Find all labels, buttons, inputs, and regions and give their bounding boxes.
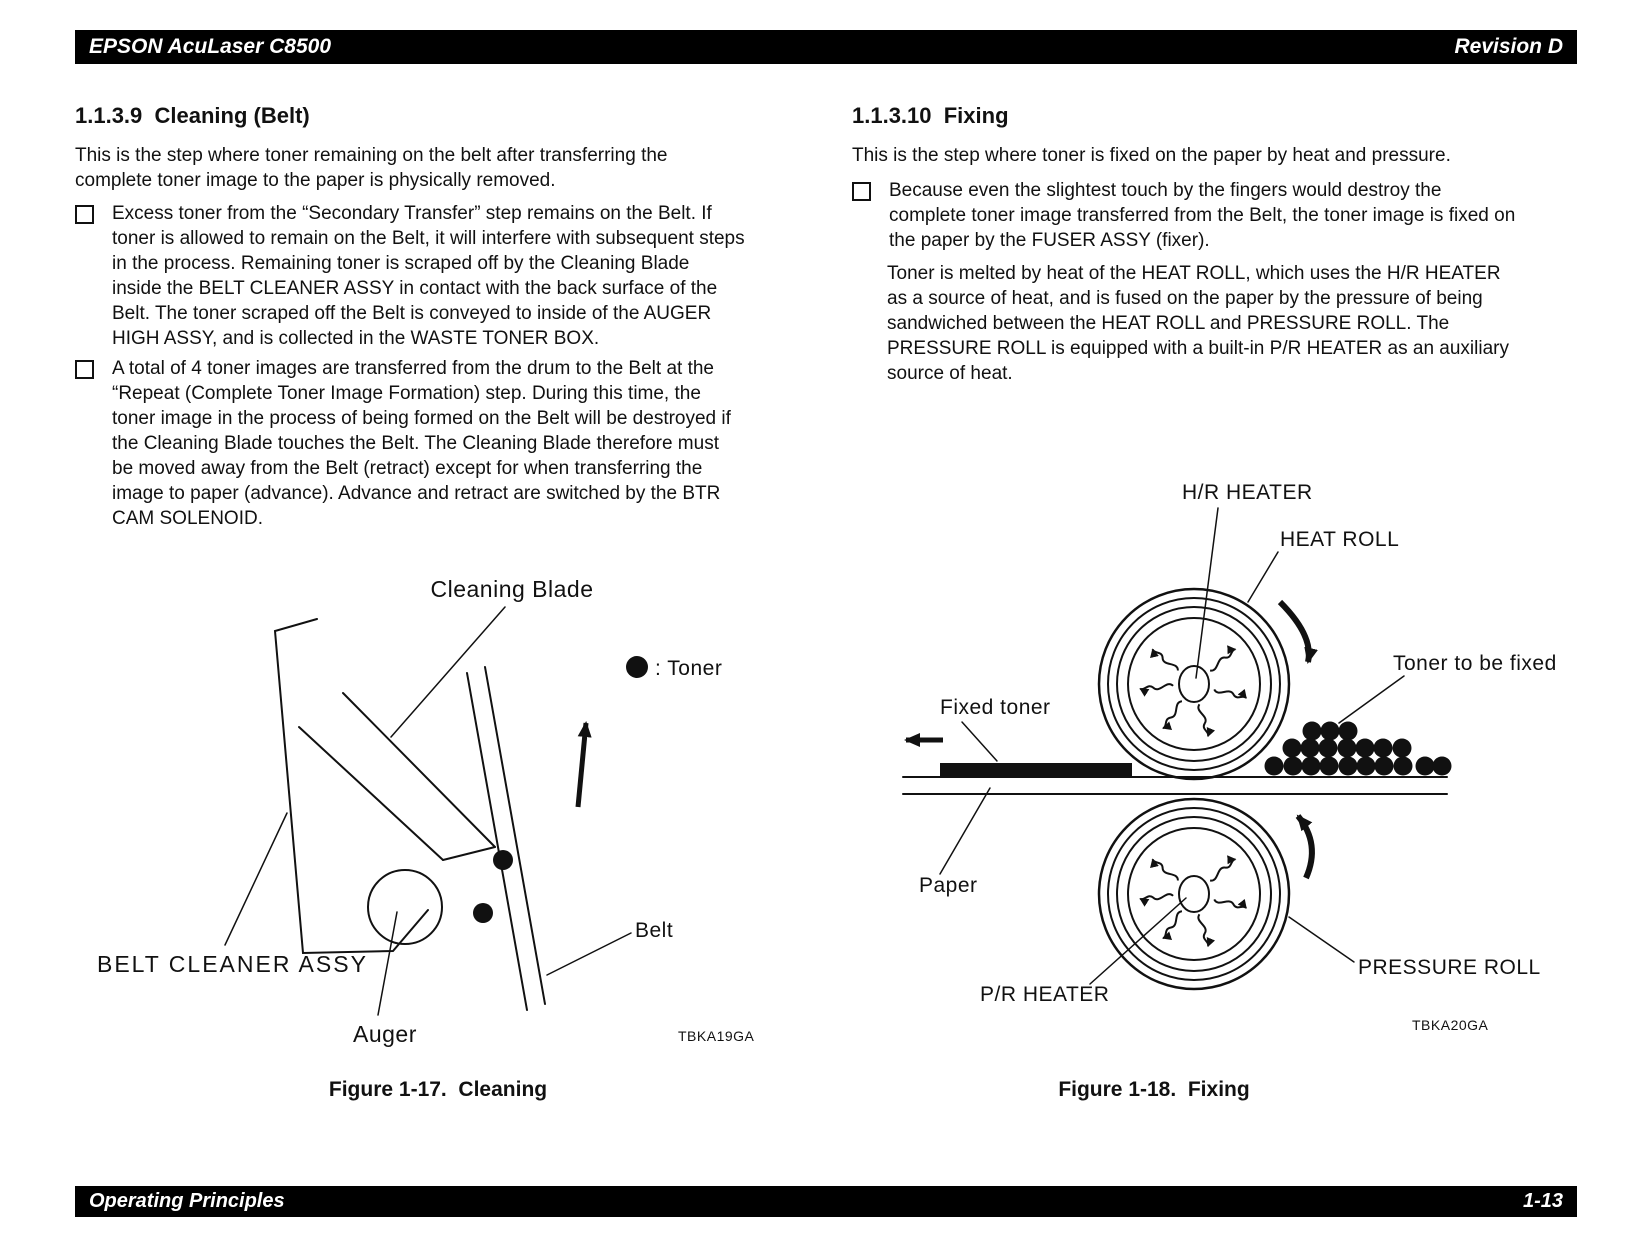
checkbox-bullet-icon (852, 182, 871, 201)
leader-cleaning-blade (390, 606, 506, 738)
pr-heater-core (1140, 858, 1247, 947)
leader-belt-cleaner-assy (224, 812, 288, 946)
cleaning-bullet-2-text: A total of 4 toner images are transferre… (112, 358, 731, 529)
cleaning-blade-edge-lower (298, 726, 444, 861)
label-belt-cleaner-assy: BELT CLEANER ASSY (97, 951, 368, 977)
section-heading-cleaning: 1.1.3.9 Cleaning (Belt) (75, 103, 310, 128)
checkbox-bullet-icon (75, 360, 94, 379)
fixing-bullet-1: Because even the slightest touch by the … (852, 178, 1582, 253)
footer-section-title: Operating Principles (89, 1190, 285, 1212)
figure-cleaning-diagram: Cleaning Blade : Toner BELT CLEANER ASSY… (97, 576, 755, 1047)
leader-pressure-roll (1288, 916, 1355, 963)
label-pr-heater: P/R HEATER (980, 983, 1109, 1006)
leader-belt (546, 932, 632, 976)
header-product-title: EPSON AcuLaser C8500 (89, 35, 332, 58)
leader-fixed-toner (961, 721, 998, 762)
label-paper: Paper (919, 874, 978, 897)
label-pressure-roll: PRESSURE ROLL (1358, 956, 1541, 979)
leader-auger (377, 911, 398, 1016)
label-fixed-toner: Fixed toner (940, 696, 1051, 719)
fixing-paragraph: Toner is melted by heat of the HEAT ROLL… (887, 263, 1509, 384)
cleaning-blade-tip (442, 846, 496, 861)
heat-roll-rotation-arrow-icon (1277, 599, 1318, 664)
figure-fixing-diagram: H/R HEATER HEAT ROLL Toner to be fixed F… (902, 481, 1557, 1033)
toner-legend-dot-icon (626, 656, 648, 678)
belt-line-right (484, 666, 546, 1005)
toner-to-be-fixed-dots (1264, 721, 1452, 776)
label-belt: Belt (635, 919, 673, 942)
cleaning-bullet-1: Excess toner from the “Secondary Transfe… (75, 201, 800, 351)
toner-dot (493, 850, 513, 870)
belt-direction-arrow-icon (575, 721, 592, 808)
page-header-bar: EPSON AcuLaser C8500 Revision D (75, 30, 1577, 64)
label-heat-roll: HEAT ROLL (1280, 528, 1399, 551)
label-cleaning-blade: Cleaning Blade (430, 576, 593, 602)
label-toner-to-be-fixed: Toner to be fixed (1393, 652, 1557, 675)
leader-heat-roll (1247, 551, 1279, 603)
leader-paper (939, 787, 991, 875)
label-hr-heater: H/R HEATER (1182, 481, 1313, 504)
cleaning-bullet-2: A total of 4 toner images are transferre… (75, 356, 800, 531)
cleaning-blade-edge-upper (342, 692, 496, 848)
pressure-roll (1097, 797, 1291, 991)
leader-toner-to-be-fixed (1338, 675, 1405, 724)
footer-page-number: 1-13 (1522, 1190, 1563, 1212)
section-heading-fixing: 1.1.3.10 Fixing (852, 103, 1009, 128)
figure-code-tbka19ga: TBKA19GA (678, 1028, 755, 1044)
pressure-roll-rotation-arrow-icon (1295, 814, 1315, 880)
hr-heater-core (1140, 648, 1247, 737)
figure-code-tbka20ga: TBKA20GA (1412, 1017, 1489, 1033)
belt-line-left (466, 672, 528, 1011)
figure-1-18-caption: Figure 1-18. Fixing (1058, 1078, 1250, 1101)
leader-pr-heater (1089, 897, 1187, 985)
label-auger: Auger (353, 1021, 417, 1047)
toner-dot (473, 903, 493, 923)
belt-cleaner-assy-outline (273, 618, 429, 955)
figure-1-17-caption: Figure 1-17. Cleaning (328, 1078, 548, 1101)
leader-hr-heater (1195, 507, 1219, 679)
page-footer-bar: Operating Principles 1-13 (75, 1186, 1577, 1217)
fixing-intro-paragraph: This is the step where toner is fixed on… (852, 145, 1451, 166)
fixed-toner-bar (940, 763, 1132, 776)
fixing-bullet-1-text: Because even the slightest touch by the … (889, 180, 1516, 251)
heat-roll (1097, 587, 1291, 781)
header-revision: Revision D (1454, 35, 1563, 58)
cleaning-intro-paragraph: This is the step where toner remaining o… (75, 145, 668, 191)
checkbox-bullet-icon (75, 205, 94, 224)
label-toner-legend: : Toner (655, 657, 722, 680)
cleaning-bullet-1-text: Excess toner from the “Secondary Transfe… (112, 203, 745, 349)
auger-circle (367, 869, 443, 945)
